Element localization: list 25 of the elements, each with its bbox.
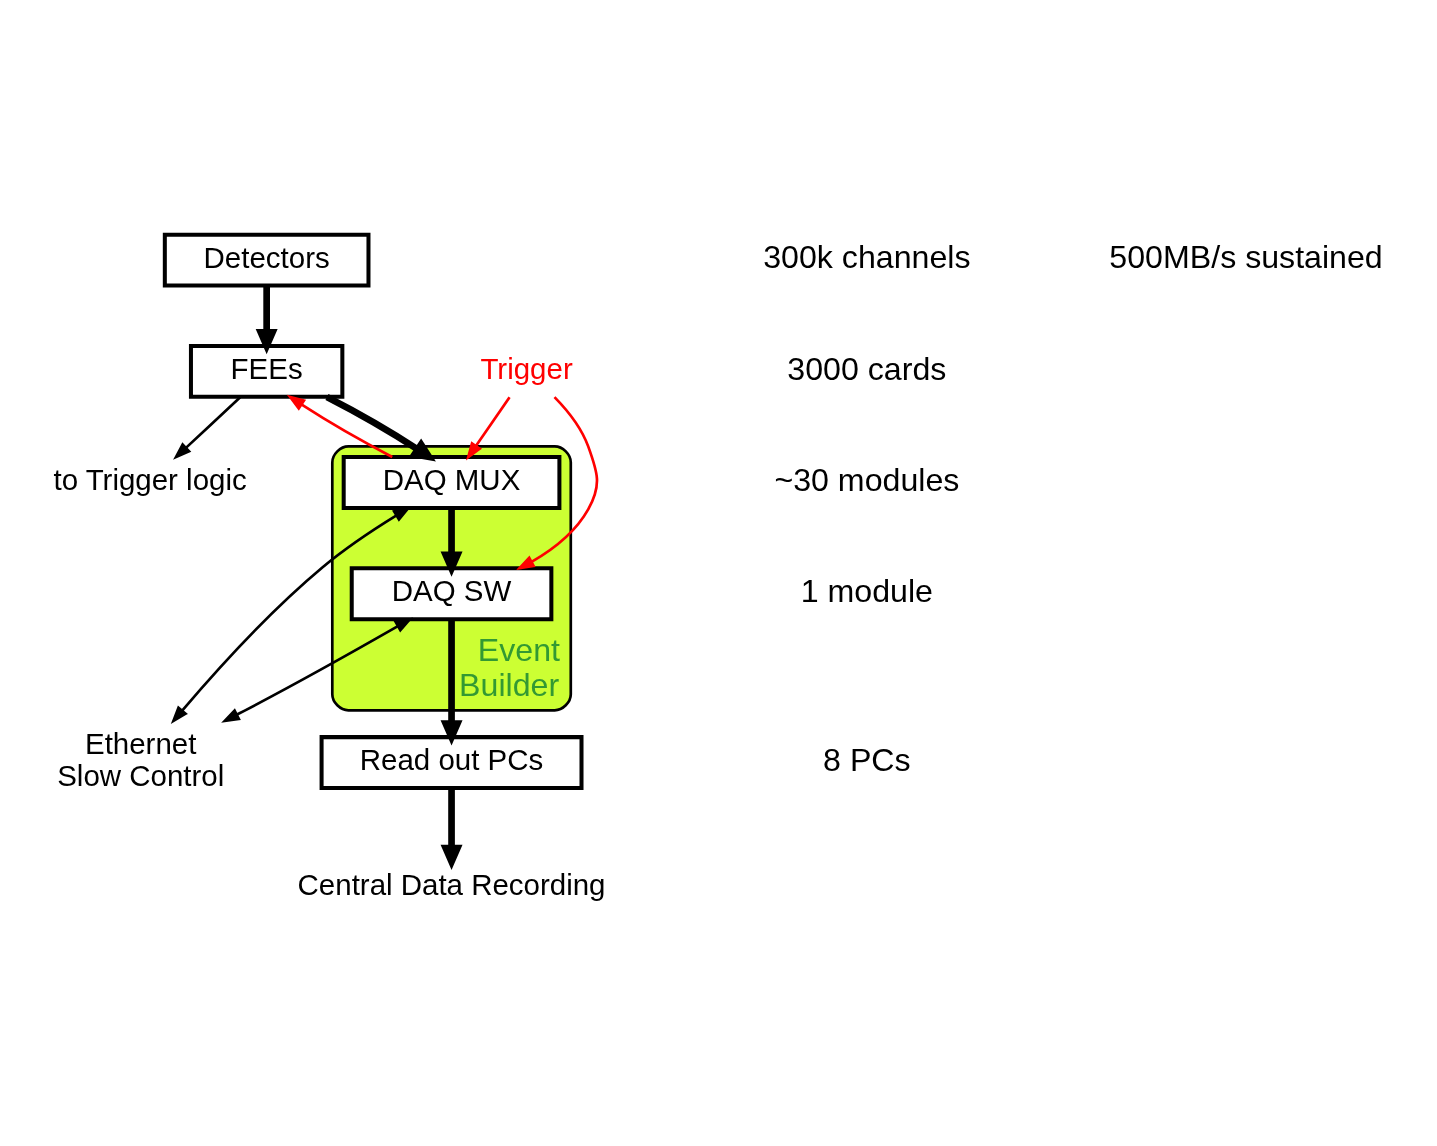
arrow: [325, 394, 436, 462]
node-box: DAQ MUX: [341, 455, 562, 511]
arrow: [440, 508, 463, 577]
label: 1 module: [800, 573, 933, 610]
node-text: to Trigger logic: [53, 463, 247, 497]
arrow: [465, 396, 511, 461]
arrow: [516, 396, 599, 571]
node-text: Central Data Recording: [297, 867, 606, 901]
label: 500MB/s sustained: [1109, 239, 1383, 276]
label: 8 PCs: [823, 741, 911, 778]
label: ~30 modules: [774, 461, 960, 498]
node-text: Trigger: [480, 351, 573, 385]
label: 3000 cards: [787, 350, 947, 387]
arrow: [173, 396, 242, 460]
node-box: DAQ SW: [349, 566, 554, 622]
node-text: Ethernet Slow Control: [57, 727, 225, 793]
arrow: [221, 617, 414, 723]
arrow: [286, 394, 393, 459]
node-box: FEEs: [188, 343, 345, 399]
node-box: Read out PCs: [319, 735, 584, 791]
arrow: [440, 619, 463, 746]
arrow: [440, 788, 463, 870]
arrow: [255, 286, 278, 355]
node-box: Detectors: [162, 232, 371, 288]
label: 300k channels: [763, 239, 971, 276]
